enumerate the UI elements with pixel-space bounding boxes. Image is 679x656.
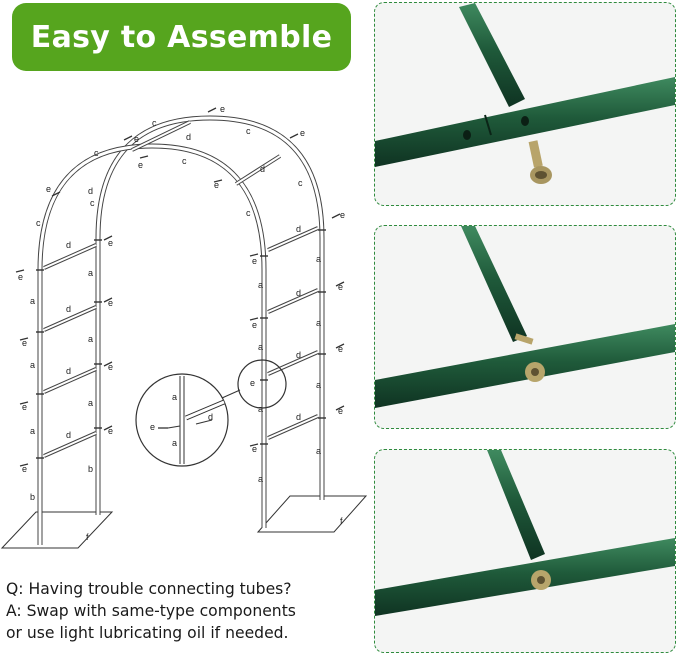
svg-text:e: e [338,344,343,354]
svg-text:b: b [88,464,93,474]
svg-text:c: c [298,178,303,188]
svg-text:a: a [258,280,263,290]
tube-joint-photo-screw-tightened [374,449,676,653]
faq-answer-line-1: A: Swap with same-type components [6,602,296,620]
faq-answer-line-2: or use light lubricating oil if needed. [6,624,289,642]
svg-text:e: e [252,444,257,454]
detail-circle-small [237,359,287,409]
svg-text:a: a [258,404,263,414]
svg-text:e: e [214,180,219,190]
svg-text:a: a [30,360,35,370]
faq-question: Q: Having trouble connecting tubes? [6,580,292,598]
svg-text:a: a [316,254,321,264]
svg-text:d: d [88,186,93,196]
svg-text:c: c [246,208,251,218]
svg-text:a: a [258,474,263,484]
svg-text:c: c [90,198,95,208]
svg-text:a: a [88,398,93,408]
assembly-diagram: c c c c c c c c d d d d d d d d d d d d … [0,104,368,549]
title-banner: Easy to Assemble [12,3,351,71]
base-plate-left [0,511,114,549]
svg-text:d: d [66,430,71,440]
svg-text:e: e [338,406,343,416]
base-plate-right [256,495,368,533]
svg-text:a: a [316,446,321,456]
svg-text:e: e [300,128,305,138]
tube-joint-photo-screw-inserting [374,225,676,429]
svg-text:a: a [316,318,321,328]
svg-text:e: e [108,298,113,308]
tube-joint-photo-screw-loose [374,2,676,206]
svg-text:c: c [36,218,41,228]
svg-text:e: e [340,210,345,220]
svg-text:d: d [296,412,301,422]
front-arch [37,143,267,545]
svg-text:c: c [182,156,187,166]
svg-text:a: a [172,392,177,402]
svg-text:e: e [252,256,257,266]
svg-text:a: a [88,268,93,278]
svg-text:f: f [340,516,343,526]
detail-circle-large [135,373,229,467]
svg-text:d: d [296,350,301,360]
faq-block: Q: Having trouble connecting tubes? A: S… [6,578,368,644]
svg-text:e: e [108,426,113,436]
label-f: f [86,532,89,542]
svg-text:c: c [94,148,99,158]
svg-text:a: a [172,438,177,448]
banner-title: Easy to Assemble [30,19,333,55]
svg-text:e: e [250,378,255,388]
svg-text:e: e [18,272,23,282]
back-arch [95,115,325,515]
svg-text:e: e [134,134,139,144]
svg-text:a: a [88,334,93,344]
label-c: c [152,118,157,128]
svg-text:e: e [22,464,27,474]
svg-text:a: a [30,426,35,436]
crossbars-right [267,226,319,440]
svg-text:d: d [296,224,301,234]
svg-text:d: d [66,366,71,376]
label-d: d [186,132,191,142]
svg-text:c: c [246,126,251,136]
svg-text:a: a [258,342,263,352]
svg-text:e: e [46,184,51,194]
svg-text:e: e [22,402,27,412]
svg-text:e: e [138,160,143,170]
label-b: b [30,492,35,502]
label-a: a [30,296,35,306]
svg-text:a: a [316,380,321,390]
svg-text:d: d [296,288,301,298]
svg-text:d: d [66,240,71,250]
svg-text:e: e [22,338,27,348]
svg-text:e: e [150,422,155,432]
svg-text:d: d [260,164,265,174]
svg-text:e: e [108,362,113,372]
svg-text:e: e [338,282,343,292]
label-e: e [220,104,225,114]
svg-text:e: e [252,320,257,330]
svg-text:d: d [208,412,213,422]
svg-text:e: e [108,238,113,248]
svg-text:d: d [66,304,71,314]
